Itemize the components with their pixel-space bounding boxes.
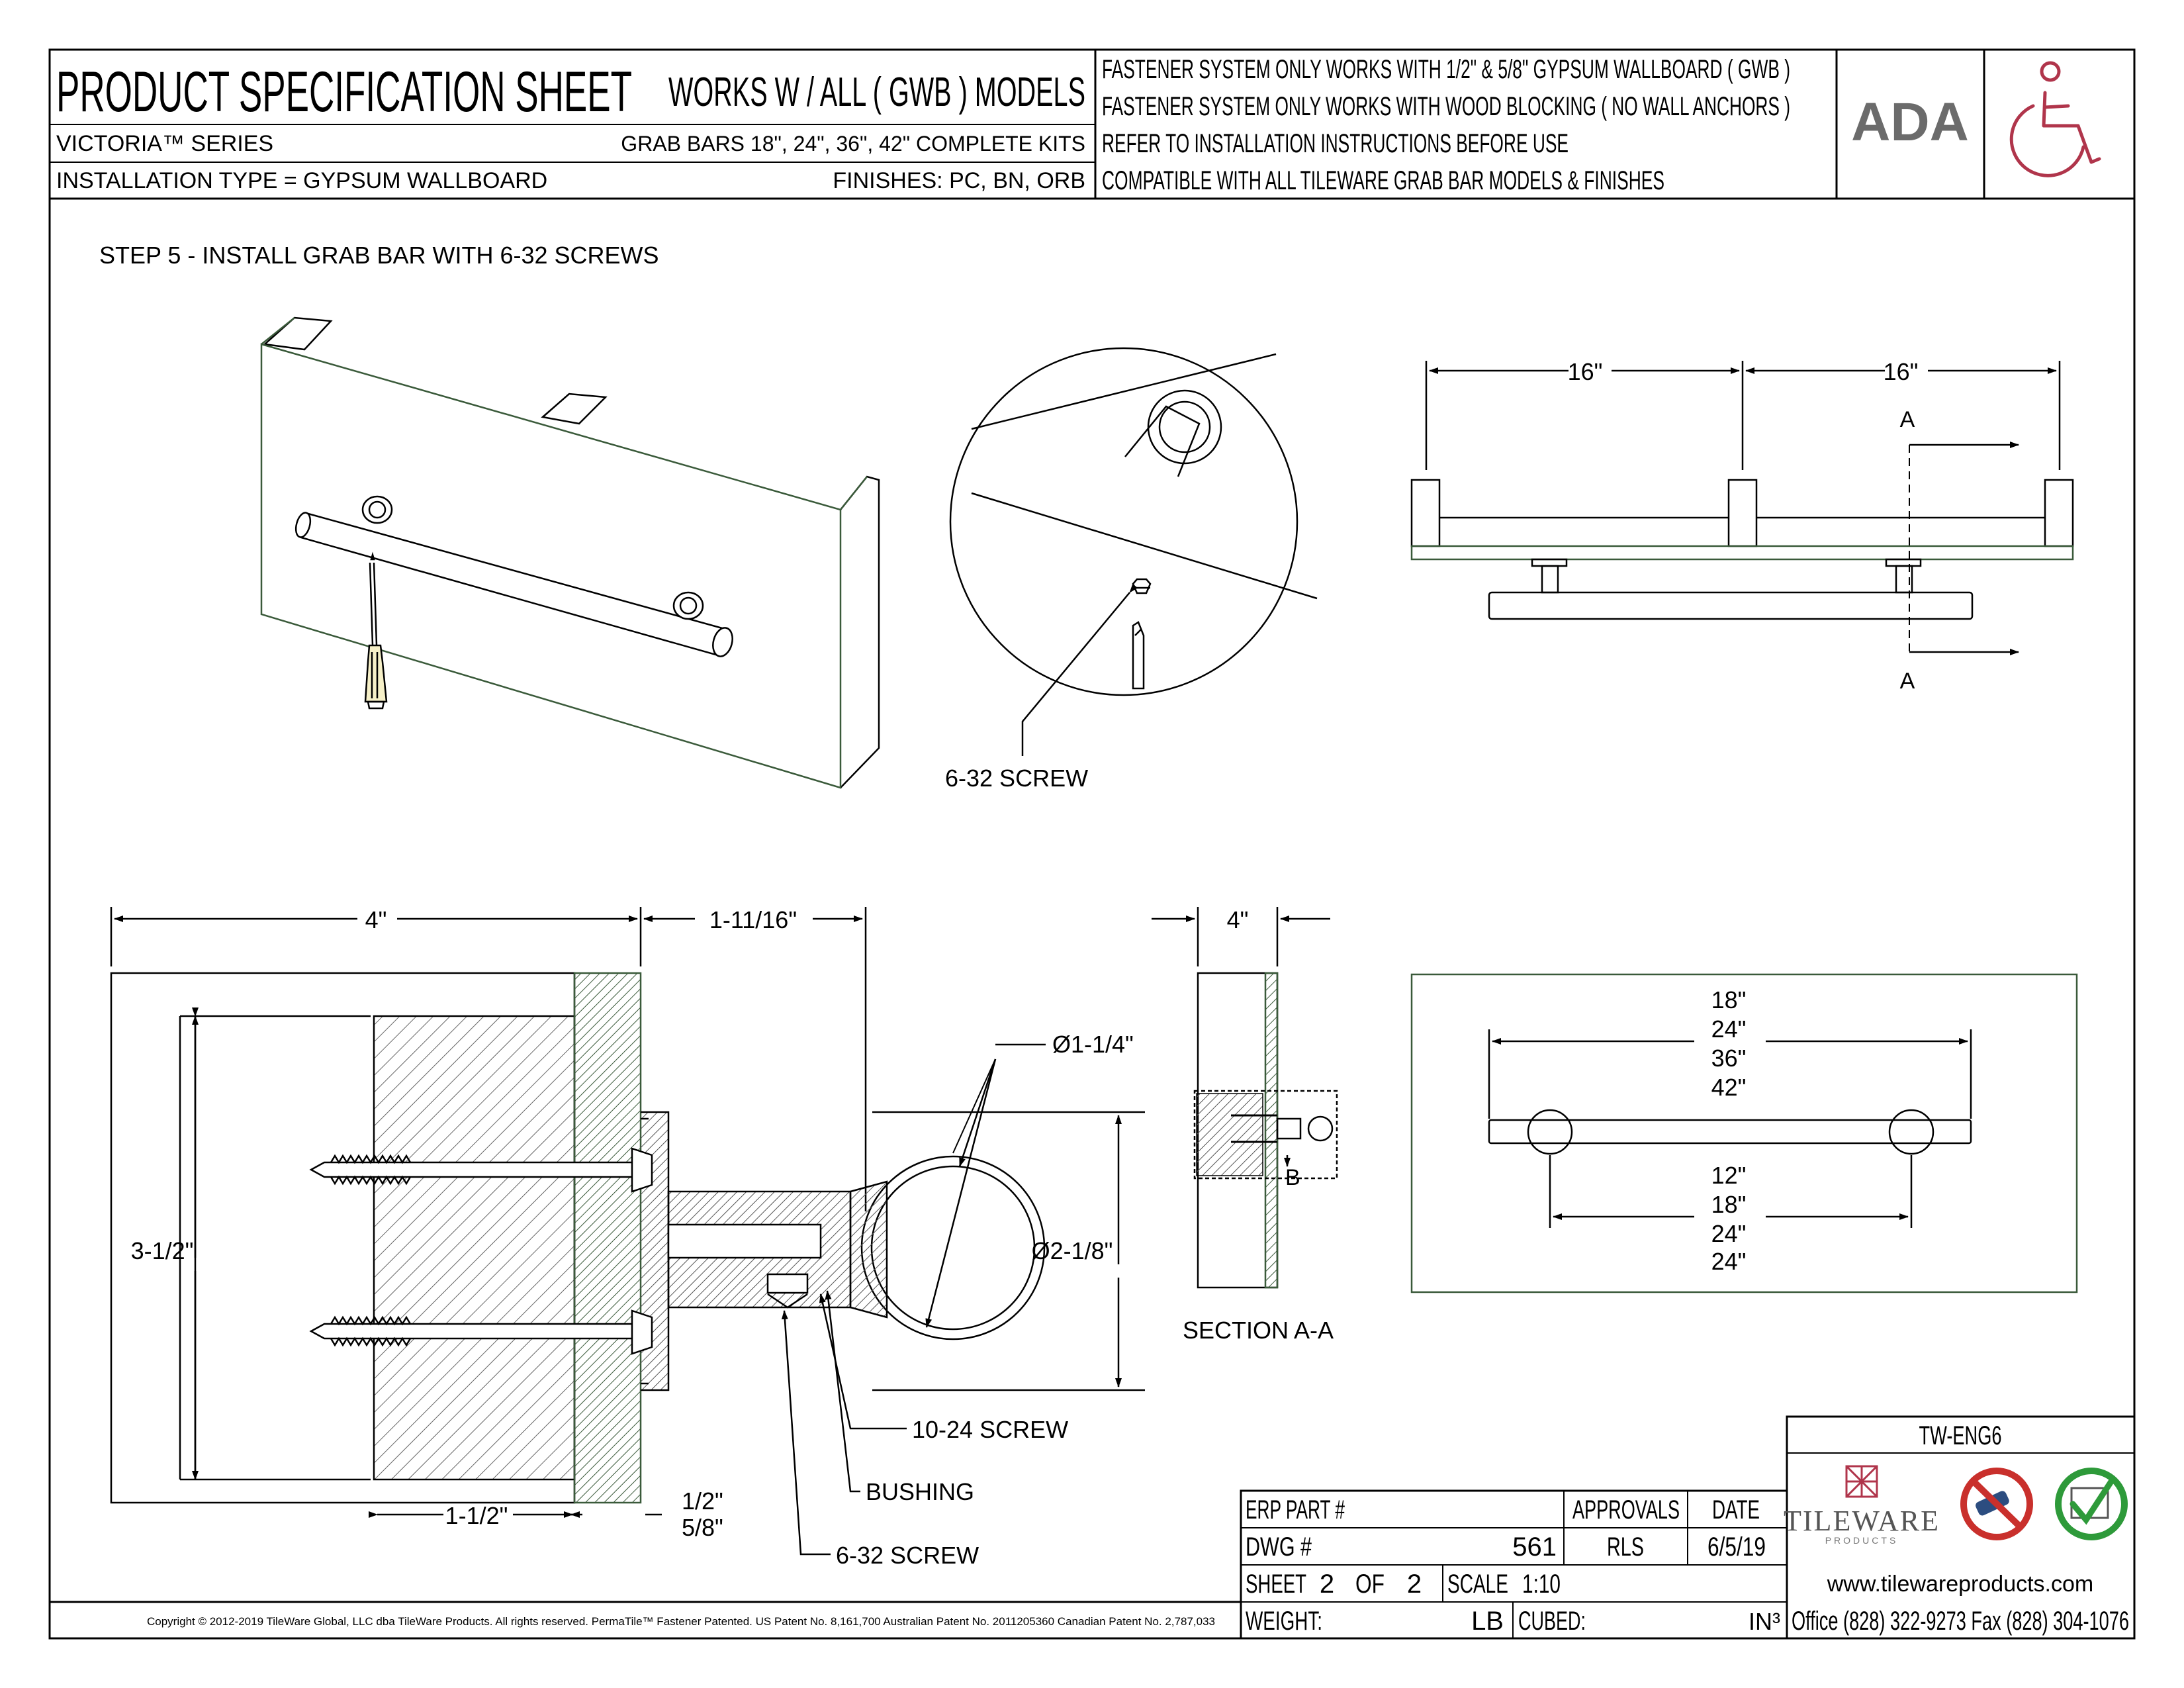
no-anchors-icon — [1960, 1468, 2033, 1540]
company-name: TILEWARE — [1784, 1505, 1940, 1537]
dim-block: 1-1/2" — [445, 1502, 508, 1529]
tileware-logo: TILEWARE PRODUCTS — [1784, 1465, 1940, 1546]
dim-gwb-fiveeighths: 5/8" — [682, 1514, 723, 1541]
isometric-wall-view — [260, 316, 880, 789]
wheelchair-icon — [2009, 61, 2101, 177]
cubed-unit: IN³ — [1749, 1608, 1780, 1635]
sheet-title: PRODUCT SPECIFICATION SHEET — [56, 60, 632, 124]
length-24: 24" — [1711, 1015, 1747, 1043]
phone-numbers: Office (828) 322-9273 Fax (828) 304-1076 — [1792, 1607, 2129, 1636]
note-3: REFER TO INSTALLATION INSTRUCTIONS BEFOR… — [1102, 129, 1569, 158]
dim-gwb-half: 1/2" — [682, 1487, 723, 1515]
sheet-total: 2 — [1407, 1570, 1422, 1599]
detail-mark-b: B — [1285, 1165, 1300, 1190]
dim-width: 4" — [365, 906, 387, 933]
dim-height: 3-1/2" — [131, 1237, 194, 1264]
length-options: 18" 24" 36" 42" — [1711, 986, 1747, 1101]
section-mark-top: A — [1900, 407, 1915, 432]
kit-sizes: GRAB BARS 18", 24", 36", 42" COMPLETE KI… — [621, 132, 1085, 156]
note-1: FASTENER SYSTEM ONLY WORKS WITH 1/2" & 5… — [1102, 55, 1790, 84]
screw-detail-view — [949, 347, 1318, 756]
top-dim-left: 16" — [1568, 358, 1603, 385]
center-18: 18" — [1711, 1191, 1747, 1218]
length-42: 42" — [1711, 1074, 1747, 1101]
step-title: STEP 5 - INSTALL GRAB BAR WITH 6-32 SCRE… — [99, 242, 659, 269]
weight-unit: LB — [1471, 1607, 1504, 1636]
installation-type: INSTALLATION TYPE = GYPSUM WALLBOARD — [56, 168, 547, 193]
section-mark-bottom: A — [1900, 669, 1915, 694]
note-2: FASTENER SYSTEM ONLY WORKS WITH WOOD BLO… — [1102, 92, 1790, 121]
dwg-value: 561 — [1512, 1532, 1557, 1562]
sheet-border — [48, 48, 2136, 1640]
note-4: COMPATIBLE WITH ALL TILEWARE GRAB BAR MO… — [1102, 166, 1664, 195]
approver: RLS — [1607, 1532, 1644, 1562]
cubed-label: CUBED: — [1518, 1607, 1586, 1636]
wood-blocking-check-icon — [2055, 1468, 2128, 1540]
copyright-notice: Copyright © 2012-2019 TileWare Global, L… — [147, 1615, 1215, 1628]
aa-dim: 4" — [1227, 906, 1249, 933]
scale-label: SCALE — [1447, 1570, 1508, 1599]
top-dim-right: 16" — [1884, 358, 1919, 385]
finishes: FINISHES: PC, BN, ORB — [833, 168, 1085, 193]
date-label: DATE — [1712, 1495, 1760, 1524]
website-link[interactable]: www.tilewareproducts.com — [1827, 1571, 2093, 1597]
length-18: 18" — [1711, 986, 1747, 1013]
sheet-number: 2 — [1320, 1570, 1334, 1599]
of-label: OF — [1355, 1570, 1385, 1599]
callout-10-24-screw: 10-24 SCREW — [912, 1416, 1068, 1443]
dim-flange-diameter: Ø2-1/8" — [1032, 1237, 1113, 1264]
scale-value: 1:10 — [1522, 1570, 1561, 1599]
ada-label: ADA — [1851, 92, 1969, 152]
models-note: WORKS W / ALL ( GWB ) MODELS — [668, 70, 1085, 115]
dim-projection: 1-11/16" — [709, 906, 797, 933]
top-view — [1410, 361, 2074, 655]
callout-6-32-screw: 6-32 SCREW — [836, 1542, 979, 1569]
section-detail — [110, 907, 1145, 1556]
weight-label: WEIGHT: — [1246, 1607, 1322, 1636]
center-12: 12" — [1711, 1162, 1747, 1189]
series-name: VICTORIA™ SERIES — [56, 131, 273, 156]
dwg-label: DWG # — [1246, 1532, 1312, 1562]
sheet-label: SHEET — [1246, 1570, 1306, 1599]
center-24a: 24" — [1711, 1220, 1747, 1247]
center-options: 12" 18" 24" 24" — [1711, 1162, 1747, 1275]
drawing-date: 6/5/19 — [1707, 1532, 1766, 1562]
dim-tube-diameter: Ø1-1/4" — [1052, 1031, 1134, 1058]
approvals-label: APPROVALS — [1572, 1495, 1680, 1524]
length-36: 36" — [1711, 1045, 1747, 1072]
drawing-number: TW-ENG6 — [1919, 1421, 2002, 1450]
section-a-a — [1152, 907, 1338, 1289]
header: PRODUCT SPECIFICATION SHEET WORKS W / AL… — [50, 50, 2134, 200]
front-view — [1410, 973, 2078, 1293]
title-block — [50, 1415, 2136, 1640]
company-sub: PRODUCTS — [1825, 1535, 1899, 1546]
section-aa-title: SECTION A-A — [1183, 1317, 1334, 1344]
center-24b: 24" — [1711, 1248, 1747, 1275]
detail-screw-label: 6-32 SCREW — [945, 765, 1088, 792]
erp-label: ERP PART # — [1246, 1495, 1345, 1524]
callout-bushing: BUSHING — [866, 1478, 974, 1505]
